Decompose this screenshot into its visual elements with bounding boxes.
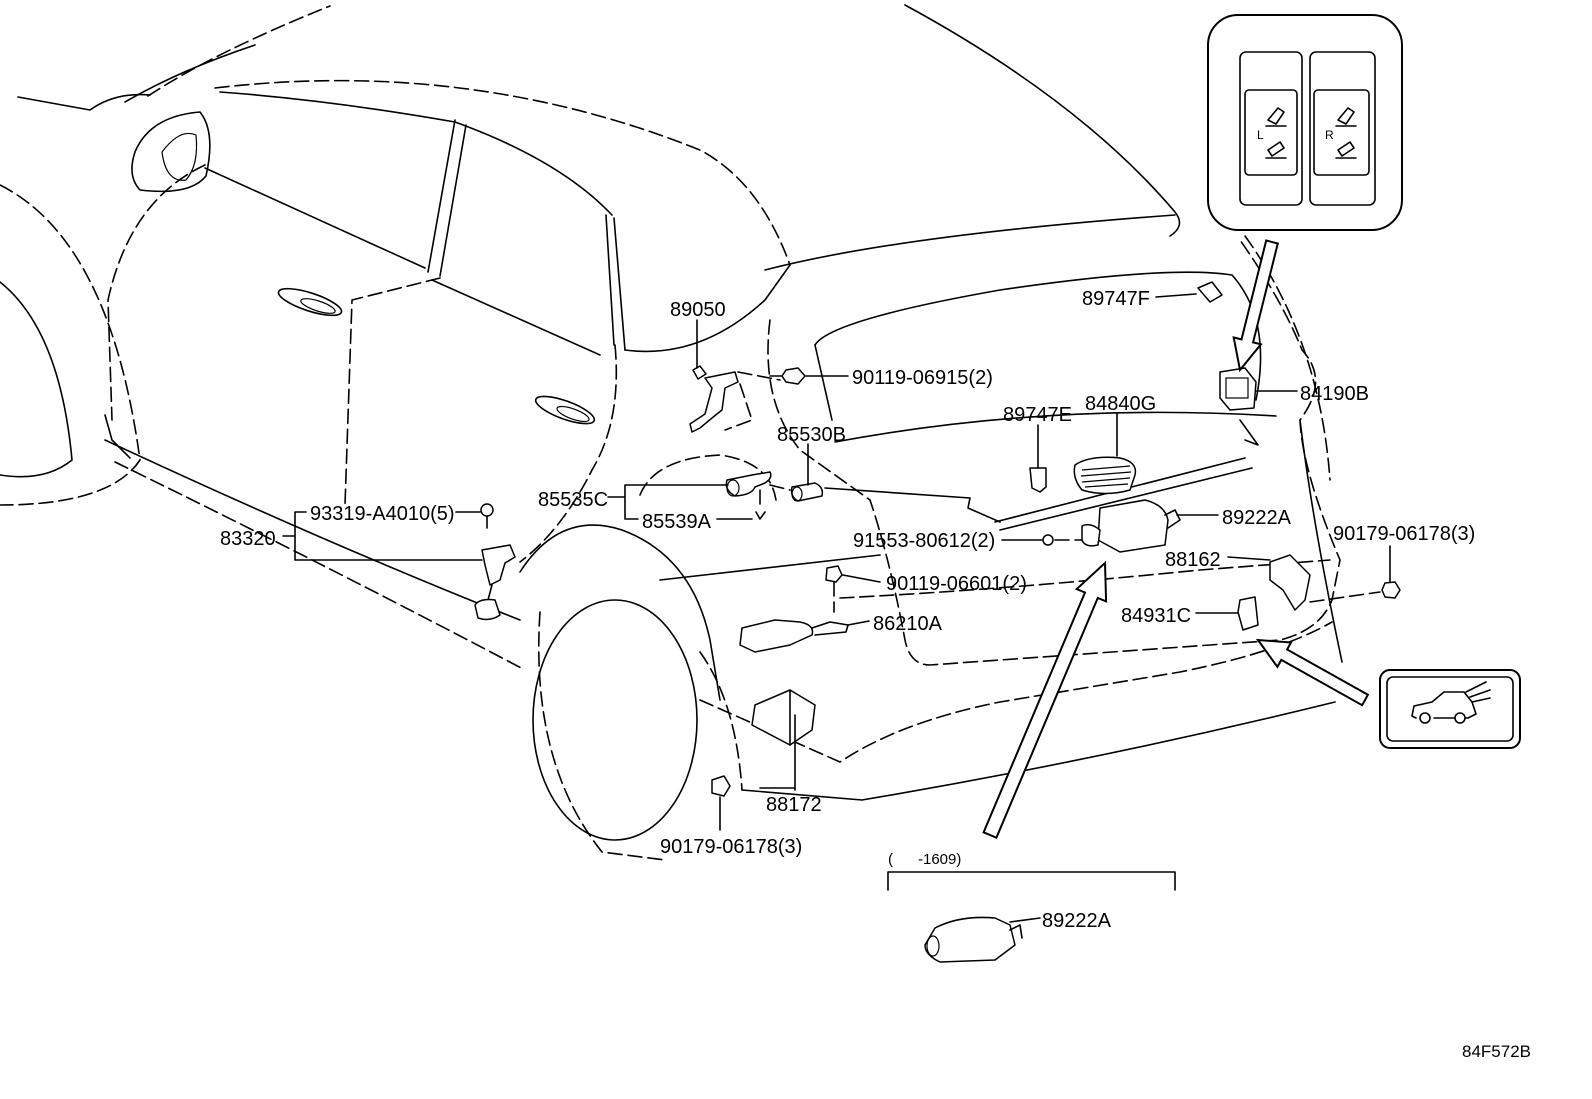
variant-bracket: ( -1609) (887, 851, 1176, 891)
part-85535C (725, 471, 791, 497)
part-84840G-grille (1073, 456, 1137, 495)
callout-85539A: 85539A (642, 511, 712, 533)
part-90119-06915-bolt (769, 367, 806, 385)
callout-89222A-main: 89222A (1222, 507, 1292, 529)
hatch-icon-inset (1379, 669, 1521, 749)
seat-right-icon (1335, 107, 1357, 159)
part-83320-sensor (474, 544, 516, 621)
part-93319-A4010-screw (480, 503, 494, 529)
part-90179-06178-nut-right (1309, 581, 1401, 603)
part-86210A-camera-harness (739, 619, 849, 653)
part-89222A-camera-variant (924, 916, 1023, 963)
callout-83320: 83320 (220, 528, 276, 550)
callout-89747E: 89747E (1003, 404, 1072, 426)
rear-wheel (532, 599, 698, 841)
part-84931C (1237, 596, 1259, 631)
part-85530B (790, 482, 824, 502)
part-90179-06178-nut-left (711, 775, 731, 797)
callout-88162: 88162 (1165, 549, 1221, 571)
part-89222A-camera (1081, 499, 1181, 553)
leader-lines (282, 293, 1391, 923)
side-mirror (131, 111, 211, 193)
callout-90179-06178-right: 90179-06178(3) (1333, 523, 1475, 545)
open-hatch-car-icon (1411, 681, 1491, 724)
vehicle-outline (0, 4, 1343, 861)
front-door-handle (277, 287, 343, 317)
callout-91553-80612: 91553-80612(2) (853, 530, 995, 552)
callout-90179-06178-left: 90179-06178(3) (660, 836, 802, 858)
right-seat-letter: R (1325, 128, 1334, 142)
callout-85530B: 85530B (777, 424, 846, 446)
callout-84190B: 84190B (1300, 383, 1369, 405)
callout-89222A-variant: 89222A (1042, 910, 1112, 932)
callout-86210A: 86210A (873, 613, 943, 635)
left-seat-letter: L (1257, 128, 1264, 142)
production-range-note: ( -1609) (888, 851, 961, 868)
part-91553-80612-screw (1042, 534, 1083, 546)
callout-93319-A4010: 93319-A4010(5) (310, 503, 455, 525)
callout-88172: 88172 (766, 794, 822, 816)
part-88172-module (751, 689, 816, 746)
part-84190B-switch (1219, 367, 1257, 411)
part-88162-module (1269, 554, 1311, 611)
callout-90119-06915: 90119-06915(2) (852, 367, 993, 389)
callout-90119-06601: 90119-06601(2) (886, 573, 1027, 595)
switch-inset: L R (1207, 14, 1403, 231)
callout-84840G: 84840G (1085, 393, 1156, 415)
hatch-switch-arrow (1255, 638, 1370, 707)
part-89747F (1197, 281, 1223, 303)
part-90119-06601-bolt (825, 565, 843, 613)
seat-left-icon (1265, 107, 1287, 159)
callout-89050: 89050 (670, 299, 726, 321)
part-89747E (1029, 467, 1047, 493)
switch-location-arrow (1232, 239, 1280, 373)
callout-84931C: 84931C (1121, 605, 1191, 627)
callout-89747F: 89747F (1082, 288, 1150, 310)
part-89050-bracket (689, 365, 781, 433)
callout-85535C: 85535C (538, 489, 608, 511)
rear-door-handle (534, 395, 596, 425)
part-85539A (755, 489, 766, 520)
diagram-code: 84F572B (1462, 1042, 1531, 1061)
camera-variant-arrow (982, 560, 1108, 840)
